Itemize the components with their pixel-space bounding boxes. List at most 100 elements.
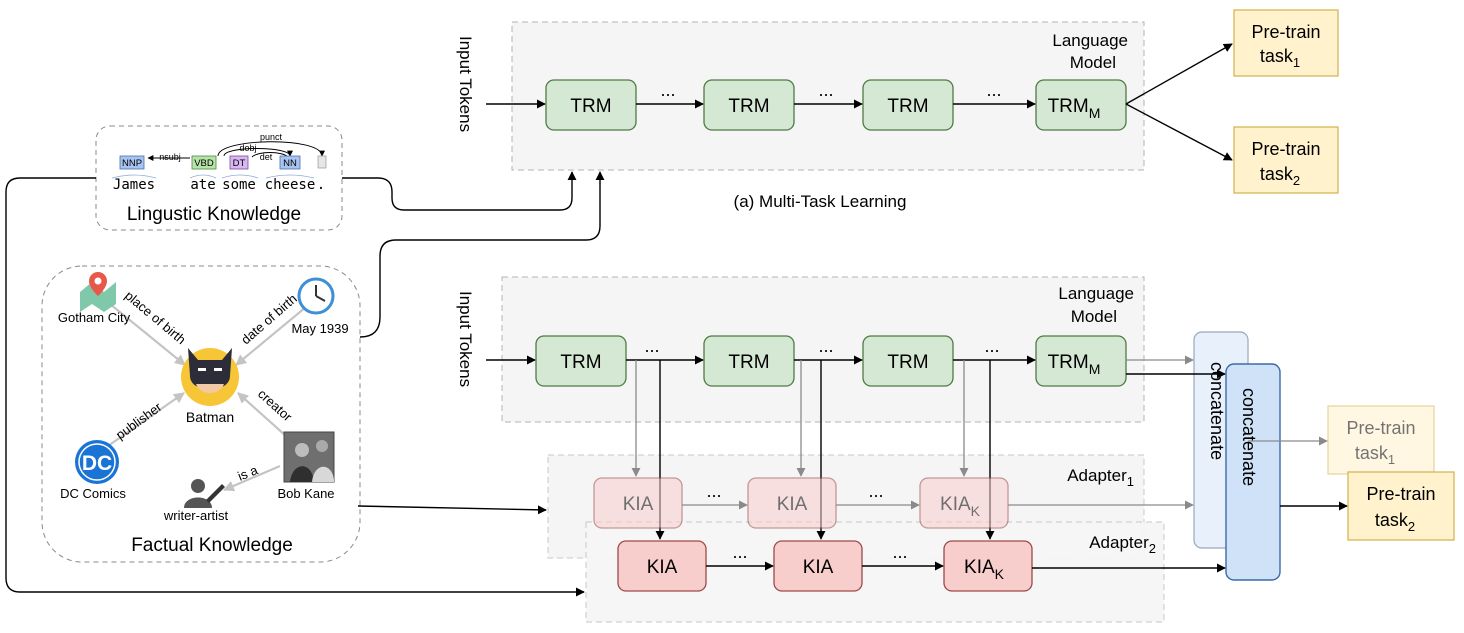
top-dots-1: ... — [660, 80, 675, 100]
svg-text:concatenate: concatenate — [1239, 388, 1259, 486]
top-input-tokens-label: Input Tokens — [456, 36, 475, 132]
svg-text:Pre-train: Pre-train — [1251, 22, 1320, 42]
top-task1-box: Pre-train task1 — [1233, 9, 1339, 77]
adapter1-dots-2: ... — [868, 481, 883, 501]
adapter2-label: Adapter2 — [1089, 533, 1156, 556]
node-bob-kane: Bob Kane — [277, 486, 334, 501]
dependency-parse: punct dobj det nsubj NNP VBD DT NN James… — [111, 132, 327, 193]
top-trm-1: TRM — [545, 79, 637, 131]
adapter2-dots-1: ... — [732, 542, 747, 562]
bottom-trm-1: TRM — [535, 335, 627, 387]
svg-text:TRMM: TRMM — [1048, 96, 1101, 121]
top-arrow-to-task2 — [1125, 103, 1233, 161]
factual-to-adapter1 — [357, 505, 547, 515]
map-pin-icon — [80, 272, 116, 312]
svg-text:punct: punct — [260, 132, 283, 142]
svg-text:Pre-train: Pre-train — [1251, 139, 1320, 159]
svg-text:KIAK: KIAK — [940, 494, 981, 519]
bottom-lm-label-2: Model — [1071, 307, 1117, 326]
top-lm-label-1: Language — [1052, 31, 1128, 50]
svg-text:task1: task1 — [1355, 443, 1395, 467]
linguistic-to-adapter2 — [5, 177, 585, 597]
bottom-input-tokens-label: Input Tokens — [456, 291, 475, 387]
svg-text:ate: ate — [190, 177, 215, 193]
svg-text:Pre-train: Pre-train — [1366, 484, 1435, 504]
node-dc-comics: DC Comics — [60, 486, 126, 501]
node-writer-artist: writer-artist — [163, 508, 229, 523]
svg-text:task2: task2 — [1260, 164, 1300, 188]
adapter1-kia-2: KIA — [747, 477, 837, 529]
writer-icon — [184, 479, 225, 508]
top-trm-3: TRM — [862, 79, 954, 131]
adapter1-label: Adapter1 — [1067, 466, 1134, 489]
factual-to-top-lm — [359, 171, 605, 338]
dc-logo-icon: DC — [75, 440, 119, 484]
svg-text:TRM: TRM — [887, 96, 928, 117]
bottom-trm-2: TRM — [703, 335, 795, 387]
batman-icon — [181, 348, 239, 406]
svg-text:TRM: TRM — [728, 96, 769, 117]
adapter2-kia-k: KIAK — [943, 540, 1033, 592]
adapter2-dots-2: ... — [892, 542, 907, 562]
svg-text:nsubj: nsubj — [159, 152, 181, 162]
svg-text:TRMM: TRMM — [1048, 352, 1101, 377]
svg-text:VBD: VBD — [194, 158, 214, 169]
svg-text:task1: task1 — [1260, 46, 1300, 70]
bottom-task2-box: Pre-train task2 — [1347, 471, 1455, 541]
svg-text:det: det — [260, 152, 273, 162]
factual-title: Factual Knowledge — [131, 535, 293, 556]
svg-text:NNP: NNP — [122, 158, 142, 169]
photo-icon — [283, 431, 335, 483]
adapter1-dots-1: ... — [706, 481, 721, 501]
svg-text:KIA: KIA — [803, 557, 834, 578]
bottom-dots-3: ... — [984, 336, 999, 356]
svg-text:KIA: KIA — [647, 557, 678, 578]
svg-text:KIA: KIA — [777, 494, 808, 515]
adapter1-kia-1: KIA — [593, 477, 683, 529]
bottom-dots-1: ... — [644, 336, 659, 356]
adapter2-kia-2: KIA — [773, 540, 863, 592]
node-gotham-city: Gotham City — [58, 310, 131, 325]
bottom-trm-m: TRMM — [1035, 335, 1127, 387]
svg-text:some: some — [222, 177, 256, 193]
svg-text:James: James — [113, 177, 155, 193]
svg-text:DC: DC — [82, 452, 112, 475]
node-batman: Batman — [186, 409, 234, 425]
node-may-1939: May 1939 — [291, 321, 348, 336]
top-task2-box: Pre-train task2 — [1233, 126, 1339, 194]
bottom-dots-2: ... — [818, 336, 833, 356]
top-dots-2: ... — [818, 80, 833, 100]
adapter1-kia-k: KIAK — [919, 477, 1009, 529]
kg-edges — [107, 301, 313, 492]
top-trm-2: TRM — [703, 79, 795, 131]
linguistic-to-top-lm — [342, 171, 577, 211]
svg-text:TRM: TRM — [887, 352, 928, 373]
clock-icon — [297, 277, 335, 315]
top-dots-3: ... — [986, 80, 1001, 100]
svg-text:concatenate: concatenate — [1207, 362, 1227, 460]
linguistic-title: Lingustic Knowledge — [127, 204, 301, 225]
svg-text:cheese: cheese — [265, 177, 316, 193]
taps-to-adapter1 — [631, 360, 969, 477]
svg-text:dobj: dobj — [239, 143, 256, 153]
top-caption: (a) Multi-Task Learning — [734, 192, 907, 211]
svg-text:.: . — [317, 177, 325, 193]
adapter2-kia-1: KIA — [617, 540, 707, 592]
concatenate-2: concatenate — [1225, 363, 1281, 581]
svg-text:KIA: KIA — [623, 494, 654, 515]
bottom-task1-box: Pre-train task1 — [1327, 405, 1435, 475]
bottom-trm-3: TRM — [862, 335, 954, 387]
svg-text:TRM: TRM — [560, 352, 601, 373]
svg-text:TRM: TRM — [728, 352, 769, 373]
svg-text:NN: NN — [283, 158, 297, 169]
bottom-lm-label-1: Language — [1058, 284, 1134, 303]
svg-text:task2: task2 — [1375, 510, 1415, 534]
top-trm-m: TRMM — [1035, 79, 1127, 131]
svg-text:KIAK: KIAK — [964, 557, 1005, 582]
edge-is-a: is a — [236, 462, 261, 484]
top-lm-label-2: Model — [1070, 53, 1116, 72]
svg-text:DT: DT — [233, 158, 246, 169]
svg-text:TRM: TRM — [570, 96, 611, 117]
svg-text:Pre-train: Pre-train — [1346, 418, 1415, 438]
